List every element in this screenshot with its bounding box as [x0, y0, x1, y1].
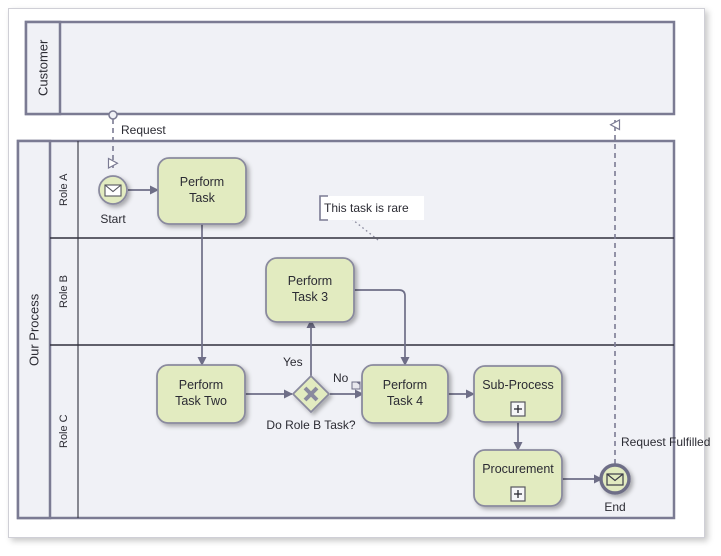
event-label-start: Start [100, 212, 126, 226]
task-label-line2: Task Two [175, 394, 227, 408]
event-end[interactable] [599, 463, 631, 495]
task-label-perform-task: Perform Task [158, 158, 246, 224]
task-sub-process[interactable] [473, 365, 563, 423]
task-label-line2: Task 3 [291, 290, 329, 304]
exclusive-gateway-x-icon [303, 386, 319, 402]
task-label-line1: Procurement [482, 462, 554, 477]
task-procurement[interactable] [473, 449, 563, 507]
task-label-line1: Perform [287, 274, 333, 289]
task-label-procurement: Procurement [472, 450, 564, 490]
task-perform-task-two[interactable] [156, 364, 246, 424]
task-perform-task-4[interactable] [361, 364, 449, 424]
gateway-label-do-role-b-task: Do Role B Task? [266, 418, 356, 432]
flow-label-no: No [333, 371, 349, 385]
task-label-perform-task-4: Perform Task 4 [362, 365, 448, 423]
envelope-icon [606, 473, 624, 486]
lane-label-role-c: Role C [58, 414, 70, 449]
task-label-line2: Task [189, 191, 215, 205]
task-label-line1: Perform [179, 175, 225, 190]
note-marker-icon [351, 381, 361, 390]
flow-task-3-to-task-4 [354, 289, 410, 366]
task-label-perform-task-two: Perform Task Two [157, 365, 245, 423]
envelope-icon [104, 184, 122, 197]
task-label-line1: Perform [382, 378, 428, 393]
pool-label-customer: Customer [35, 39, 51, 97]
message-flow-label-request-fulfilled: Request Fulfilled [621, 435, 711, 449]
sequence-flows [128, 185, 603, 484]
lane-label-role-a: Role A [58, 173, 70, 206]
event-start[interactable] [98, 175, 128, 205]
task-label-sub-process: Sub-Process [474, 366, 562, 406]
text-annotation-rare[interactable] [319, 195, 424, 241]
flow-label-yes: Yes [283, 355, 303, 369]
message-flow-request[interactable] [109, 110, 117, 168]
message-flows [109, 110, 615, 464]
task-perform-task-3[interactable] [265, 257, 355, 323]
text-annotation-label: This task is rare [324, 201, 409, 215]
pool-label-our-process: Our Process [26, 293, 42, 366]
task-label-line1: Perform [178, 378, 224, 393]
task-label-line2: Task 4 [386, 394, 424, 408]
task-perform-task[interactable] [157, 157, 247, 225]
task-label-perform-task-3: Perform Task 3 [266, 258, 354, 322]
message-flow-label-request: Request [121, 123, 166, 137]
task-label-line1: Sub-Process [482, 378, 554, 393]
event-label-end: End [604, 500, 626, 514]
gateway-do-role-b-task[interactable] [291, 374, 331, 414]
lane-label-role-b: Role B [58, 274, 70, 309]
pool-customer[interactable] [24, 20, 676, 116]
